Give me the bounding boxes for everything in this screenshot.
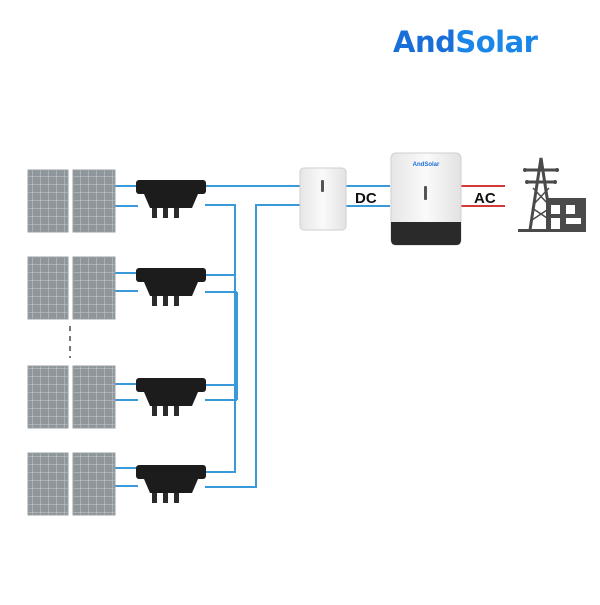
solar-panel-icon (72, 169, 116, 233)
logo-and: And (393, 25, 456, 59)
solar-panels (27, 169, 116, 516)
ac-wiring (461, 185, 505, 207)
solar-panel-row4 (27, 452, 116, 516)
dc-switch-box-icon (299, 167, 347, 231)
power-grid-building-icon (518, 157, 586, 232)
wire-row4-out-bottom (205, 204, 300, 488)
solar-panel-row2 (27, 256, 116, 320)
inverter-icon: AndSolar (390, 152, 462, 246)
solar-panel-icon (72, 452, 116, 516)
solar-panel-icon (27, 256, 69, 320)
solar-panel-icon (27, 169, 69, 233)
inverter-brand-label: AndSolar (413, 162, 440, 168)
junction-box-icon (136, 465, 206, 503)
logo-solar: Solar (455, 25, 538, 59)
solar-panel-row3 (27, 365, 116, 429)
solar-panel-row1 (27, 169, 116, 233)
solar-panel-icon (27, 365, 69, 429)
solar-panel-icon (72, 256, 116, 320)
junction-box-icon (136, 268, 206, 306)
solar-panel-icon (72, 365, 116, 429)
junction-boxes (136, 180, 206, 503)
junction-box-icon (136, 180, 206, 218)
dc-label: DC (355, 190, 377, 207)
wire-row1-out-bottom (205, 204, 236, 275)
solar-panel-icon (27, 452, 69, 516)
ac-label: AC (474, 190, 496, 207)
wire-row4-out-top (205, 385, 236, 473)
junction-box-icon (136, 378, 206, 416)
dc-wiring (115, 185, 390, 488)
